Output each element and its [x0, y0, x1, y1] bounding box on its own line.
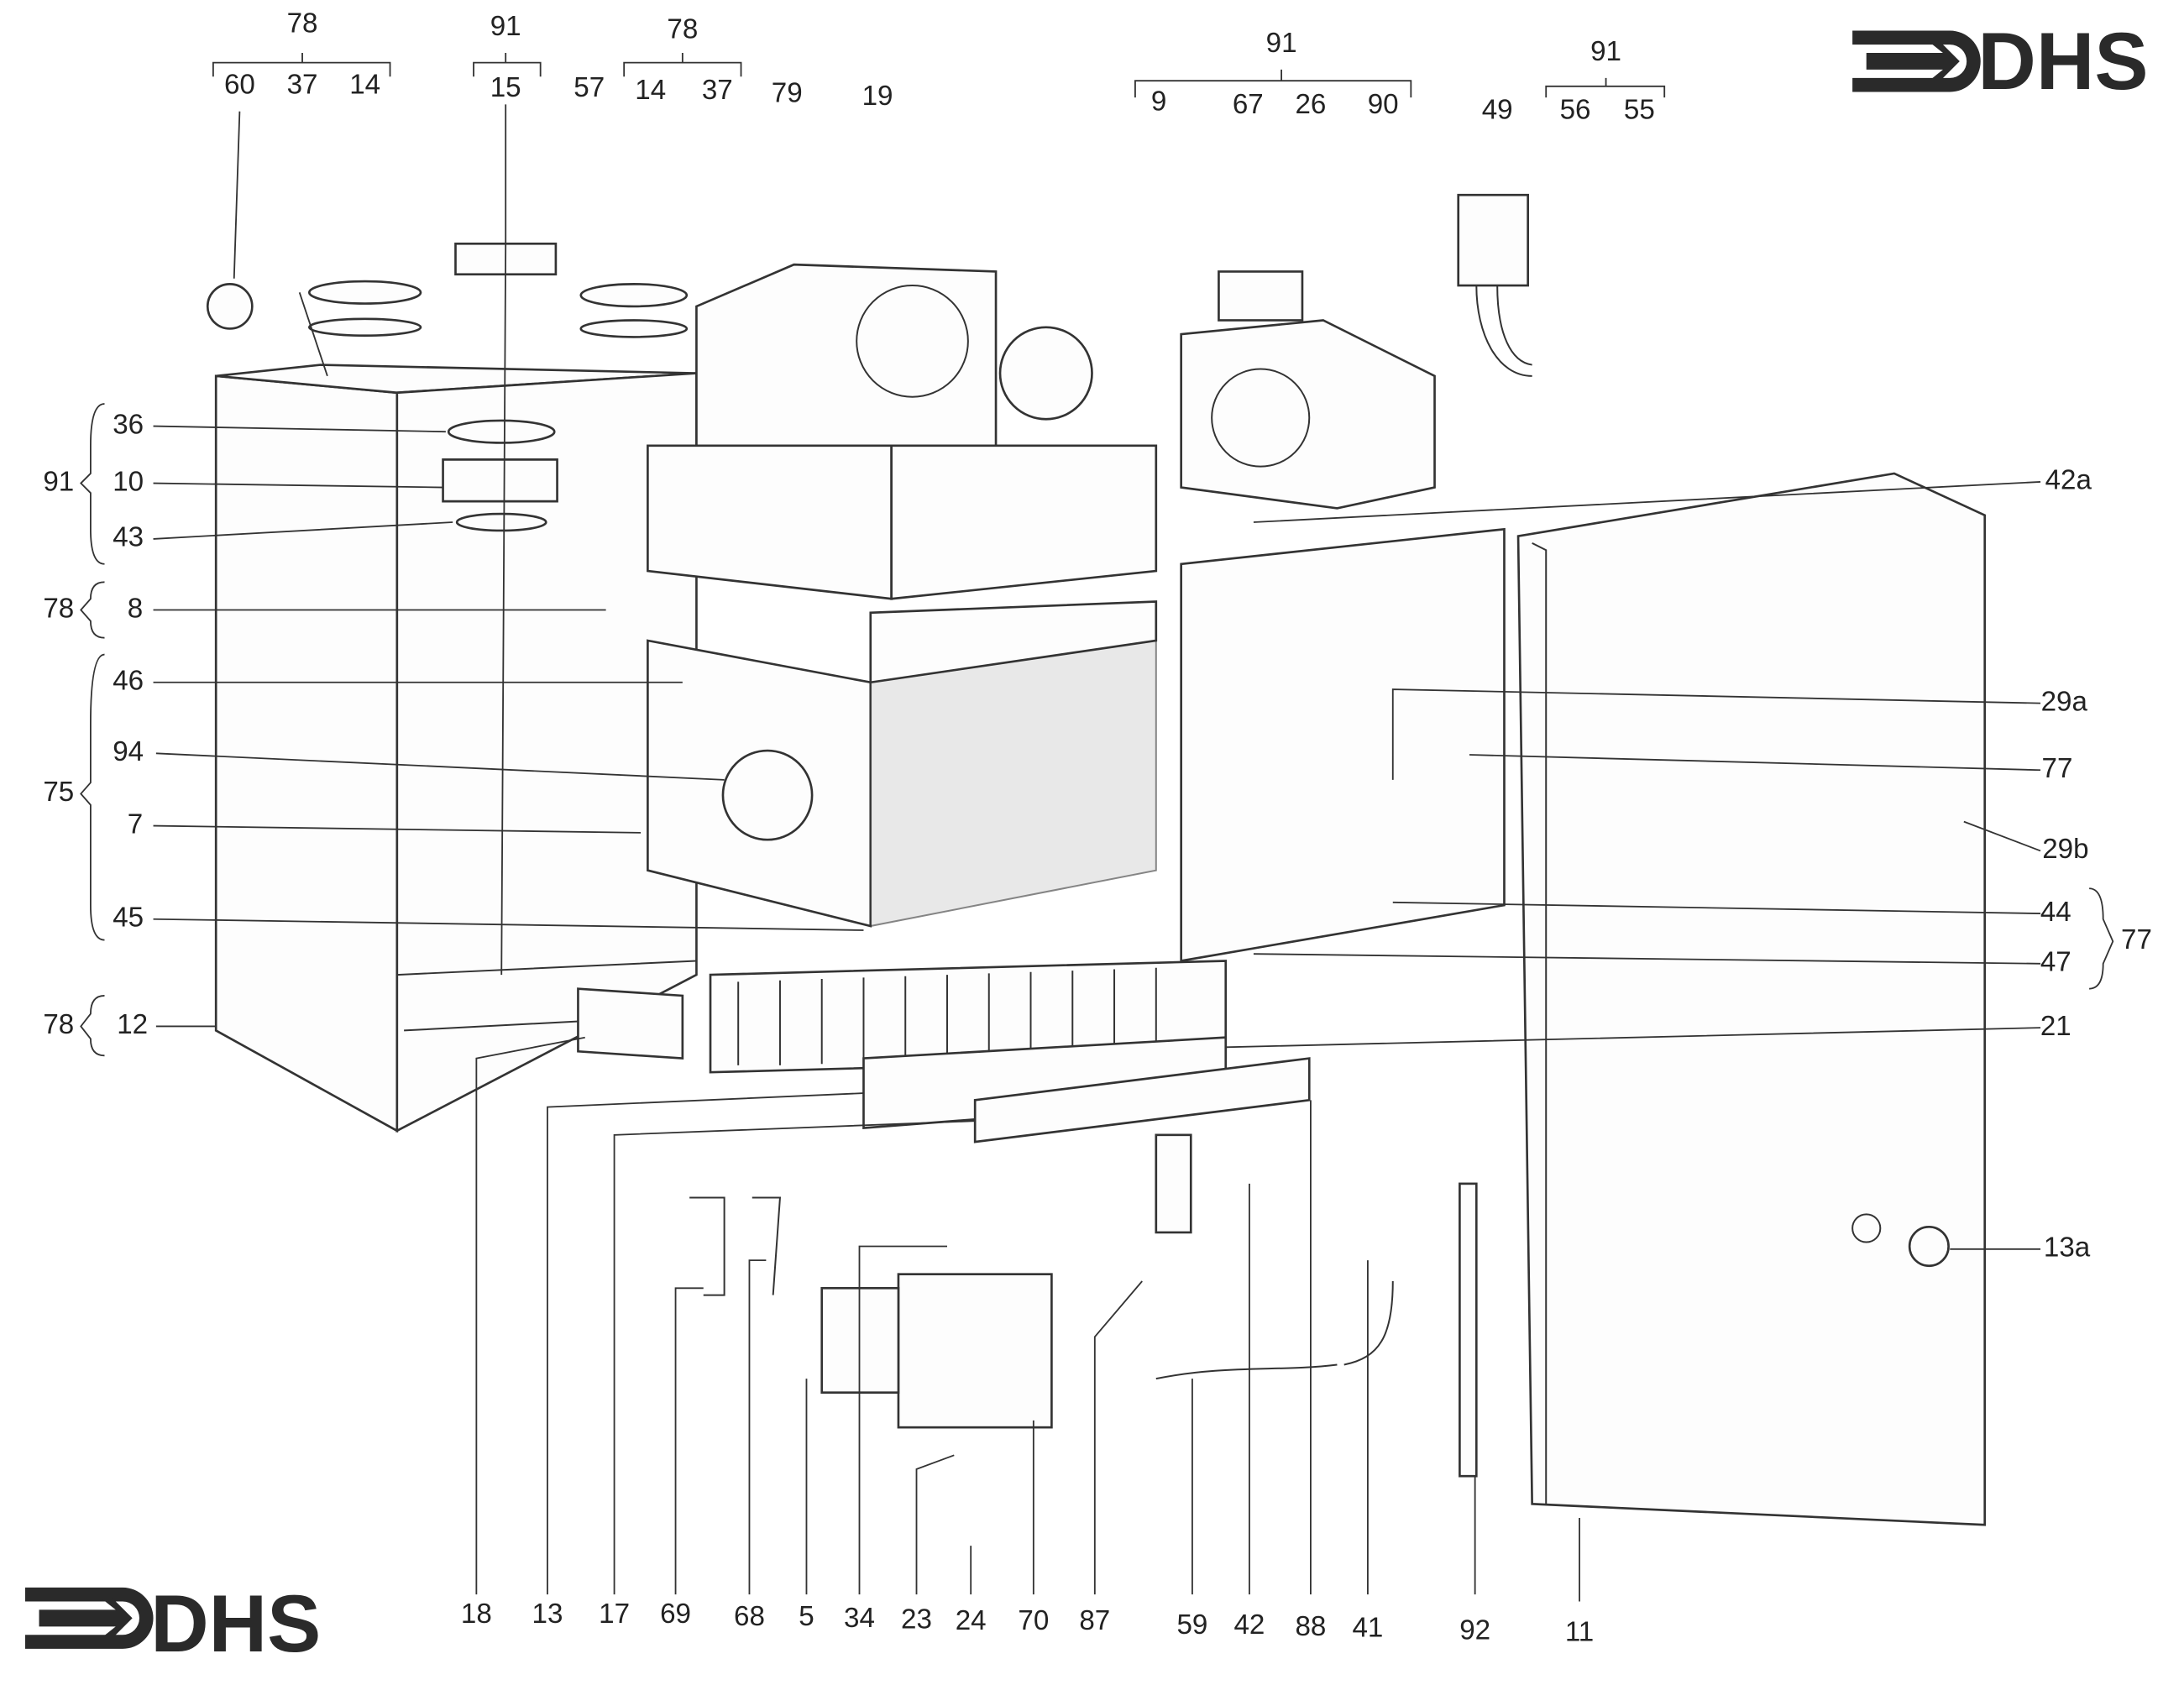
part-label-91: 91 — [1266, 28, 1297, 59]
part-label-29b: 29b — [2042, 834, 2088, 865]
part-label-59: 59 — [1176, 1609, 1207, 1641]
part-label-94: 94 — [113, 736, 144, 767]
part-label-7: 7 — [128, 808, 143, 840]
part-label-79: 79 — [772, 78, 803, 109]
part-label-15: 15 — [490, 72, 521, 103]
part-label-19: 19 — [862, 81, 893, 112]
part-label-75: 75 — [43, 777, 74, 808]
burner-assembly — [577, 960, 1311, 1143]
part-label-37: 37 — [702, 75, 733, 106]
part-label-10: 10 — [113, 466, 144, 497]
part-label-41: 41 — [1352, 1612, 1383, 1643]
logo-text: DHS — [1977, 17, 2148, 107]
part-label-91: 91 — [43, 466, 74, 497]
part-label-92: 92 — [1459, 1615, 1490, 1646]
part-label-60: 60 — [224, 70, 255, 101]
part-label-56: 56 — [1560, 94, 1591, 125]
part-label-42a: 42a — [2045, 465, 2092, 496]
front-door-11 — [1516, 472, 1987, 1526]
part-label-14: 14 — [349, 70, 380, 101]
part-label-13: 13 — [532, 1599, 563, 1630]
part-label-88: 88 — [1295, 1611, 1326, 1642]
fan-assembly — [1180, 193, 1532, 510]
part-label-57: 57 — [573, 72, 605, 103]
part-label-21: 21 — [2040, 1011, 2071, 1042]
part-label-90: 90 — [1368, 89, 1399, 120]
part-label-23: 23 — [901, 1604, 932, 1635]
part-label-44: 44 — [2040, 897, 2071, 928]
part-label-5: 5 — [799, 1601, 814, 1632]
part-label-37: 37 — [287, 70, 318, 101]
part-label-69: 69 — [660, 1599, 691, 1630]
part-label-8: 8 — [128, 593, 143, 624]
part-label-78: 78 — [43, 1009, 74, 1040]
part-label-78: 78 — [43, 593, 74, 624]
part-label-68: 68 — [734, 1601, 765, 1632]
part-label-49: 49 — [1482, 94, 1513, 125]
part-label-13a: 13a — [2044, 1232, 2091, 1264]
gas-valve-assembly — [206, 242, 1478, 1478]
part-label-11: 11 — [1565, 1616, 1594, 1647]
part-label-91: 91 — [490, 11, 521, 42]
part-label-24: 24 — [956, 1605, 987, 1636]
part-label-70: 70 — [1018, 1605, 1049, 1636]
leader-lines — [153, 104, 2041, 1602]
side-panel-77 — [1180, 527, 1506, 963]
combustion-chamber — [647, 263, 1323, 928]
part-label-18: 18 — [461, 1599, 492, 1630]
part-label-12: 12 — [117, 1009, 148, 1040]
logo-text: DHS — [150, 1579, 321, 1669]
part-label-26: 26 — [1295, 89, 1326, 120]
part-label-47: 47 — [2040, 947, 2071, 978]
part-label-46: 46 — [113, 666, 144, 697]
part-label-55: 55 — [1624, 94, 1655, 125]
part-label-87: 87 — [1079, 1605, 1110, 1636]
part-label-67: 67 — [1233, 89, 1264, 120]
part-label-14: 14 — [635, 75, 666, 106]
part-label-34: 34 — [844, 1603, 875, 1634]
part-label-36: 36 — [113, 409, 144, 440]
casing-12 — [214, 364, 698, 1133]
part-label-17: 17 — [599, 1599, 630, 1630]
dhs-logo-top: DHS — [1852, 17, 2149, 107]
part-label-9: 9 — [1151, 86, 1166, 118]
part-label-42: 42 — [1233, 1609, 1265, 1641]
part-label-43: 43 — [113, 522, 144, 553]
part-label-77: 77 — [2042, 753, 2073, 784]
part-label-78: 78 — [287, 8, 318, 39]
part-label-78: 78 — [667, 13, 698, 44]
group-brackets — [80, 53, 2114, 1057]
dhs-logo-bottom: DHS — [24, 1579, 321, 1669]
part-label-45: 45 — [113, 902, 144, 933]
part-label-77: 77 — [2121, 924, 2152, 955]
part-label-29a: 29a — [2041, 686, 2088, 717]
part-label-91: 91 — [1590, 36, 1621, 67]
